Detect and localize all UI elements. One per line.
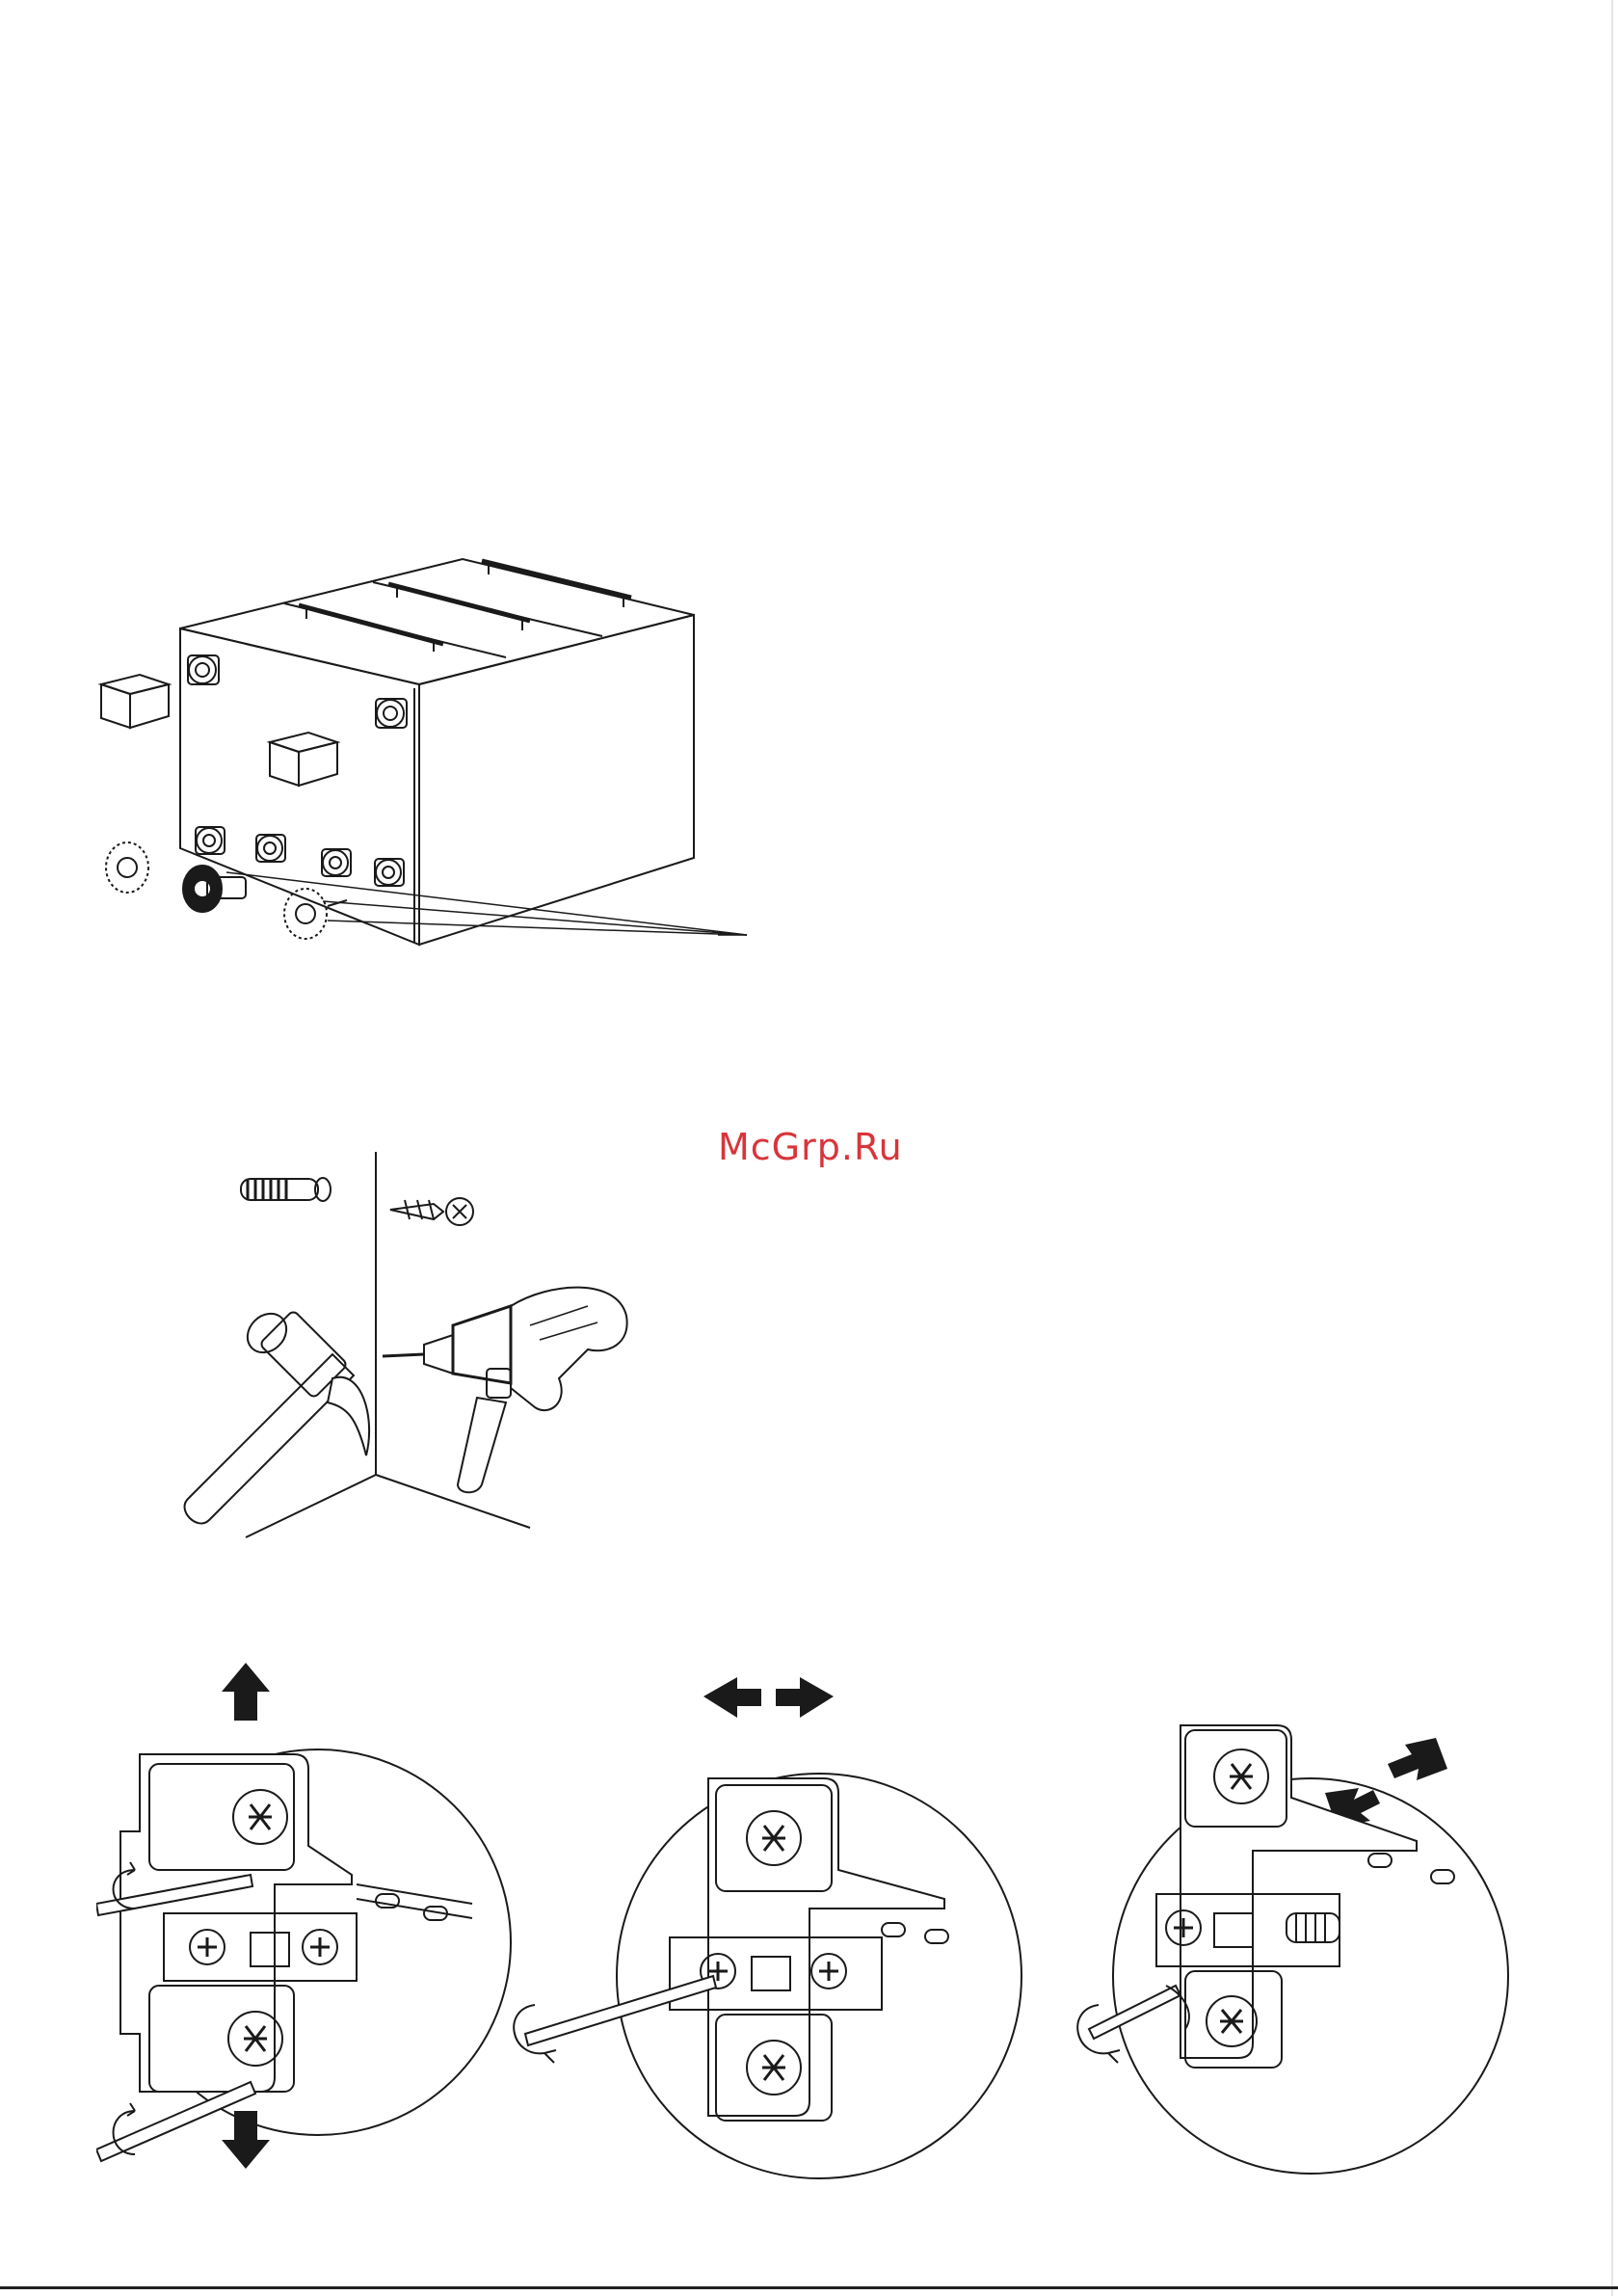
hinge-vertical-adjustment-figure [96, 1658, 520, 2178]
wall-mounting-figure [169, 1152, 650, 1557]
page-edge [1611, 0, 1613, 2296]
cabinet-assembly-figure [92, 540, 766, 964]
bottom-edge-strip [0, 2286, 1618, 2289]
hinge-depth-adjustment-figure [1070, 1711, 1523, 2183]
watermark-text: McGrp.Ru [718, 1126, 1007, 1168]
hinge-lateral-adjustment-figure [496, 1677, 1036, 2198]
